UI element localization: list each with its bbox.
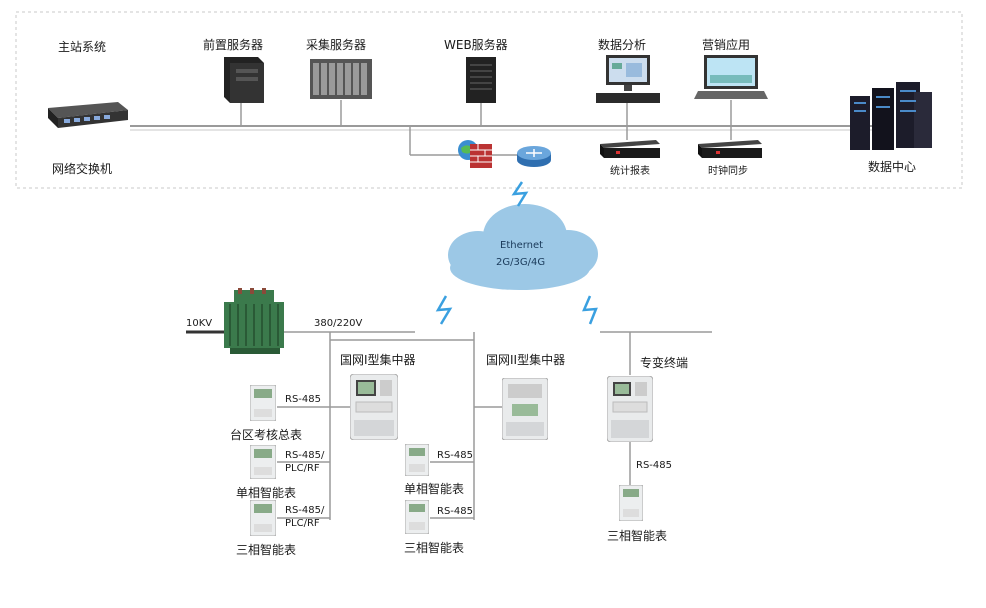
area-meter-label: 台区考核总表 <box>230 428 303 442</box>
transformer-icon <box>220 288 288 354</box>
data-analysis-computer-icon <box>596 55 660 107</box>
concentrator-type1-icon <box>349 373 399 441</box>
concentrator-type2-icon <box>501 377 549 441</box>
single-phase-meter-label-2: 单相智能表 <box>404 482 465 496</box>
firewall-icon <box>458 138 494 170</box>
network-switch-label: 网络交换机 <box>52 162 113 176</box>
plc-rf-link-label-2: PLC/RF <box>285 518 320 529</box>
special-terminal-label: 专变终端 <box>640 356 689 370</box>
master-system-label: 主站系统 <box>58 40 107 54</box>
collect-server-icon <box>310 55 372 101</box>
rs485-link-label-d: RS-485 <box>636 460 672 471</box>
concentrator-type1-label: 国网I型集中器 <box>340 353 416 367</box>
area-meter-icon <box>249 384 277 422</box>
concentrator-type2-label: 国网II型集中器 <box>486 353 566 367</box>
cloud-ethernet-label: Ethernet <box>500 240 544 251</box>
three-phase-meter-label-2: 三相智能表 <box>404 541 465 555</box>
data-analysis-label: 数据分析 <box>598 38 647 52</box>
special-terminal-icon <box>606 375 654 443</box>
rs485-plc-link-label-1: RS-485/ <box>285 450 325 461</box>
web-server-icon <box>464 55 498 105</box>
single-phase-meter-icon <box>249 444 277 480</box>
collect-server-label: 采集服务器 <box>306 38 367 52</box>
front-server-label: 前置服务器 <box>203 38 264 52</box>
single-phase-meter-icon-2 <box>404 443 430 477</box>
stat-report-label: 统计报表 <box>610 166 650 177</box>
lightning-left <box>435 295 453 325</box>
marketing-app-label: 营销应用 <box>702 38 751 52</box>
three-phase-meter-label: 三相智能表 <box>236 543 297 557</box>
single-phase-meter-label: 单相智能表 <box>236 486 297 500</box>
rs485-link-label-a: RS-485 <box>285 394 321 405</box>
10kv-label: 10KV <box>186 318 213 329</box>
cloud-network-label: 2G/3G/4G <box>496 257 546 268</box>
clock-sync-device-icon <box>698 140 762 158</box>
three-phase-meter-icon <box>249 499 277 537</box>
front-server-icon <box>218 55 264 103</box>
clock-sync-label: 时钟同步 <box>708 166 748 177</box>
master-station-frame <box>15 11 963 189</box>
380-220v-label: 380/220V <box>314 318 363 329</box>
marketing-laptop-icon <box>694 55 768 101</box>
router-icon <box>516 144 552 168</box>
stat-report-device-icon <box>600 140 660 158</box>
data-center-label: 数据中心 <box>868 160 917 174</box>
three-phase-meter-icon-3 <box>618 484 644 522</box>
lightning-top <box>511 181 529 207</box>
cloud-shape <box>448 204 598 290</box>
three-phase-meter-label-3: 三相智能表 <box>607 529 668 543</box>
rs485-link-label-c: RS-485 <box>437 506 473 517</box>
three-phase-meter-icon-2 <box>404 499 430 535</box>
network-switch-icon <box>48 100 128 130</box>
rs485-plc-link-label-2: RS-485/ <box>285 505 325 516</box>
data-center-icon <box>848 80 934 152</box>
web-server-label: WEB服务器 <box>444 38 508 52</box>
lightning-right <box>582 295 598 325</box>
plc-rf-link-label-1: PLC/RF <box>285 463 320 474</box>
rs485-link-label-b: RS-485 <box>437 450 473 461</box>
